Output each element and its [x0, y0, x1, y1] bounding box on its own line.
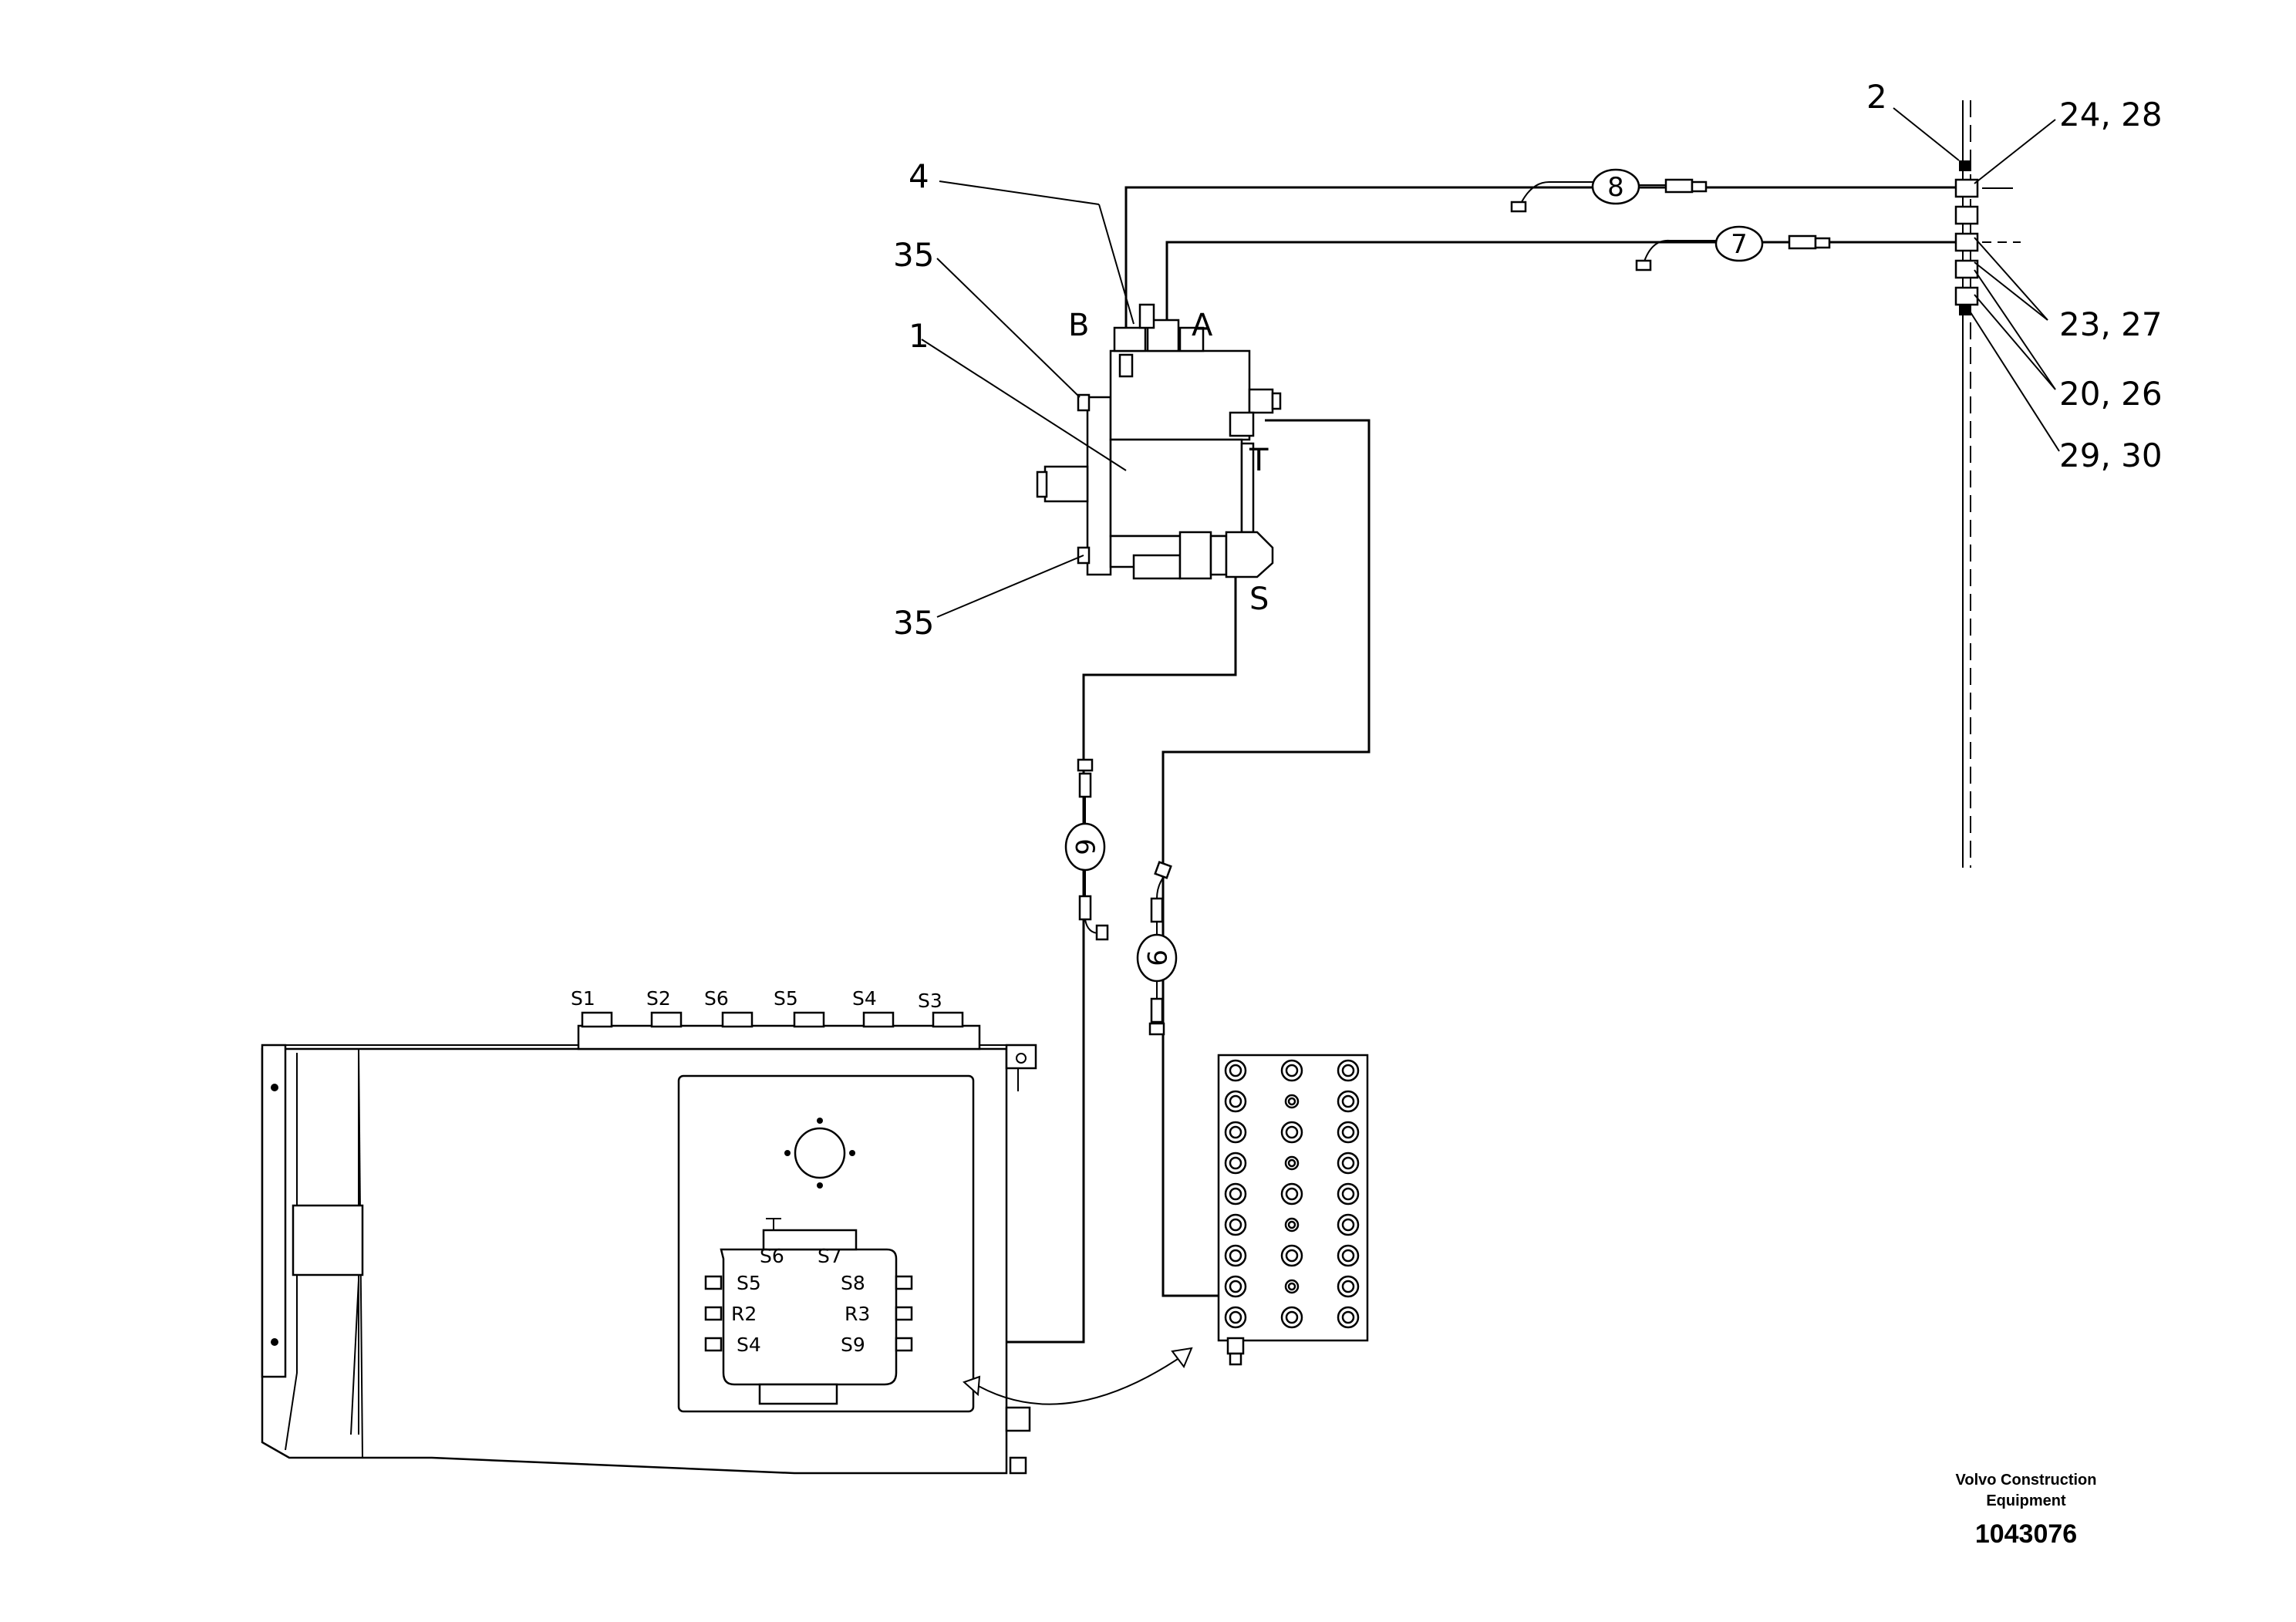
manifold-port-inner — [1229, 1310, 1242, 1324]
tank-unit — [261, 1024, 1193, 1475]
manifold-port-inner — [1287, 1097, 1296, 1106]
manifold-port-inner — [1287, 1220, 1296, 1229]
manifold-port-inner — [1341, 1249, 1355, 1263]
valve-port-s4: S4 — [737, 1334, 761, 1356]
hose-7: 7 — [1635, 225, 1831, 271]
manifold-port-inner — [1341, 1187, 1355, 1201]
port-a-label: A — [1192, 308, 1213, 343]
callout-1: 1 — [909, 317, 929, 355]
manifold-port-inner — [1285, 1249, 1299, 1263]
manifold-port-inner — [1341, 1156, 1355, 1170]
manifold-block — [1217, 1054, 1369, 1366]
callout-2: 2 — [1866, 78, 1887, 116]
manifold-port-inner — [1229, 1094, 1242, 1108]
bulkhead-fittings — [1954, 160, 2021, 315]
manifold-port-inner — [1229, 1156, 1242, 1170]
manifold-port-inner — [1285, 1064, 1299, 1077]
callout-leaders — [921, 107, 2060, 618]
manifold-port-inner — [1285, 1125, 1299, 1139]
top-port-s6: S6 — [704, 987, 729, 1010]
hose-8: 8 — [1510, 168, 1708, 213]
valve-port-s5: S5 — [737, 1272, 761, 1294]
hose-8-label: 8 — [1607, 172, 1624, 203]
callout-24-28: 24, 28 — [2059, 96, 2163, 133]
manifold-port-inner — [1287, 1282, 1296, 1291]
brand-line-1: Volvo Construction — [1956, 1472, 2097, 1489]
hose-9-label: 9 — [1141, 949, 1172, 966]
valve-port-r2: R2 — [731, 1303, 757, 1325]
callout-20-26: 20, 26 — [2059, 375, 2163, 413]
hose-6-label: 6 — [1069, 838, 1100, 855]
callout-23-27: 23, 27 — [2059, 305, 2163, 343]
callout-35-bottom: 35 — [893, 604, 934, 642]
manifold-port-inner — [1341, 1125, 1355, 1139]
top-port-s2: S2 — [646, 987, 671, 1010]
manifold-port-inner — [1341, 1218, 1355, 1232]
valve-port-s8: S8 — [841, 1272, 865, 1294]
valve-port-s6: S6 — [760, 1245, 784, 1267]
frame-edge — [1962, 100, 1971, 868]
manifold-port-inner — [1285, 1310, 1299, 1324]
hose-7-label: 7 — [1731, 229, 1748, 260]
top-port-s4: S4 — [852, 987, 877, 1010]
port-s-label: S — [1249, 582, 1269, 617]
valve-port-s9: S9 — [841, 1334, 865, 1356]
valve-assembly — [1036, 303, 1282, 580]
manifold-port-inner — [1285, 1187, 1299, 1201]
top-port-fittings — [581, 1011, 964, 1028]
manifold-port-inner — [1229, 1249, 1242, 1263]
manifold-port-inner — [1341, 1094, 1355, 1108]
manifold-port-inner — [1229, 1187, 1242, 1201]
port-t-label: T — [1249, 443, 1269, 478]
valve-port-s7: S7 — [818, 1245, 842, 1267]
manifold-port-inner — [1287, 1158, 1296, 1168]
manifold-port-inner — [1341, 1064, 1355, 1077]
port-b-label: B — [1068, 308, 1089, 343]
manifold-port-inner — [1229, 1064, 1242, 1077]
hose-9: 9 — [1136, 861, 1178, 1036]
callout-29-30: 29, 30 — [2059, 437, 2163, 474]
callout-35-top: 35 — [893, 236, 934, 274]
top-port-s1: S1 — [571, 987, 595, 1010]
brand-line-2: Equipment — [1986, 1492, 2066, 1509]
top-port-s5: S5 — [774, 987, 798, 1010]
document-number: 1043076 — [1975, 1519, 2077, 1549]
manifold-port-inner — [1229, 1218, 1242, 1232]
manifold-port-inner — [1229, 1280, 1242, 1293]
callout-4: 4 — [909, 157, 929, 195]
hose-6: 6 — [1064, 758, 1109, 941]
top-port-s3: S3 — [918, 990, 942, 1012]
manifold-port-inner — [1341, 1310, 1355, 1324]
valve-port-r3: R3 — [845, 1303, 870, 1325]
manifold-port-inner — [1341, 1280, 1355, 1293]
hydraulic-lines — [899, 186, 1956, 1344]
manifold-port-inner — [1229, 1125, 1242, 1139]
